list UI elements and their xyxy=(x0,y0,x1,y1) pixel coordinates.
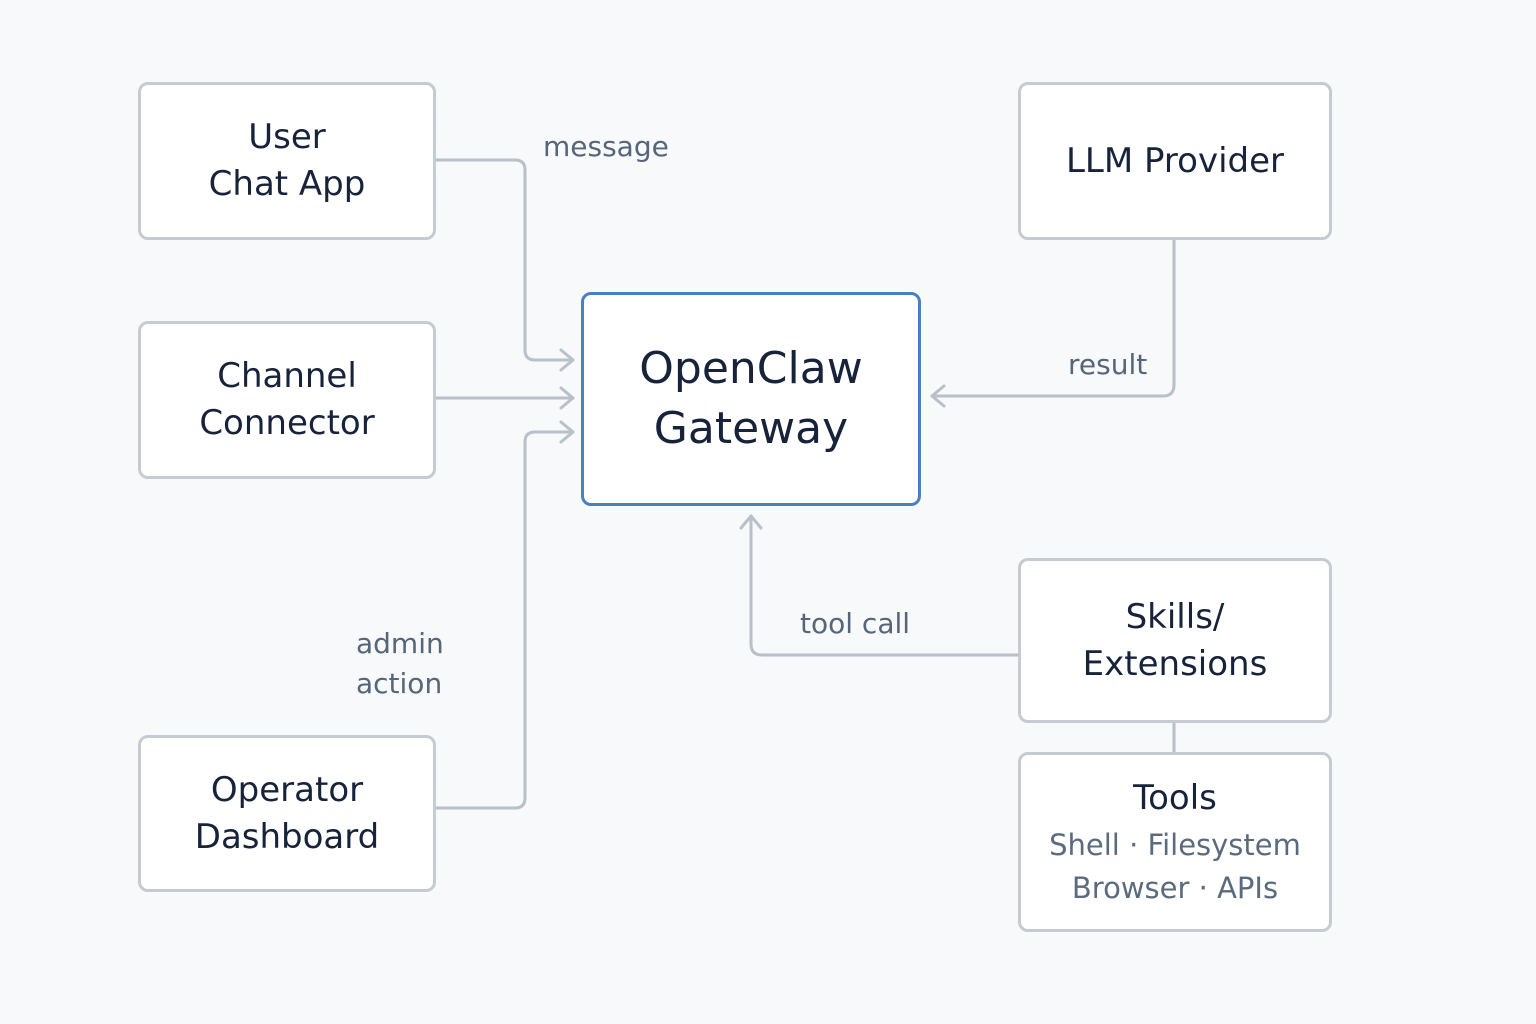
node-title: Skills/ Extensions xyxy=(1082,596,1268,684)
edge-result xyxy=(930,238,1176,398)
arrowhead-tool-call xyxy=(739,514,763,530)
arrowhead-result xyxy=(930,384,946,408)
skills-extensions-node[interactable]: Skills/ Extensions xyxy=(1018,558,1332,723)
edge-admin-action xyxy=(434,430,575,810)
edge-label-tool-call: tool call xyxy=(800,607,911,640)
edge-message xyxy=(434,158,575,362)
operator-dashboard-node[interactable]: Operator Dashboard xyxy=(138,735,436,892)
node-subtitle: Shell · Filesystem Browser · APIs xyxy=(1049,827,1301,905)
tools-node[interactable]: Tools Shell · Filesystem Browser · APIs xyxy=(1018,752,1332,932)
openclaw-gateway-node[interactable]: OpenClaw Gateway xyxy=(581,292,921,506)
edge-tool-call xyxy=(749,514,1022,657)
llm-provider-node[interactable]: LLM Provider xyxy=(1018,82,1332,240)
user-chat-app-node[interactable]: User Chat App xyxy=(138,82,436,240)
arrowhead-admin xyxy=(559,420,575,444)
channel-connector-node[interactable]: Channel Connector xyxy=(138,321,436,479)
node-title: OpenClaw Gateway xyxy=(639,343,863,454)
node-title: Operator Dashboard xyxy=(194,769,380,857)
node-title: LLM Provider xyxy=(1065,140,1284,181)
node-title: User Chat App xyxy=(208,117,366,204)
edge-label-message: message xyxy=(543,130,669,163)
arrowhead-channel xyxy=(559,386,575,410)
edge-label-result: result xyxy=(1068,348,1148,381)
node-title: Tools xyxy=(1133,777,1217,818)
edge-label-admin-action: admin action xyxy=(356,627,444,700)
node-title: Channel Connector xyxy=(199,356,375,443)
arrowhead-message xyxy=(559,348,575,372)
